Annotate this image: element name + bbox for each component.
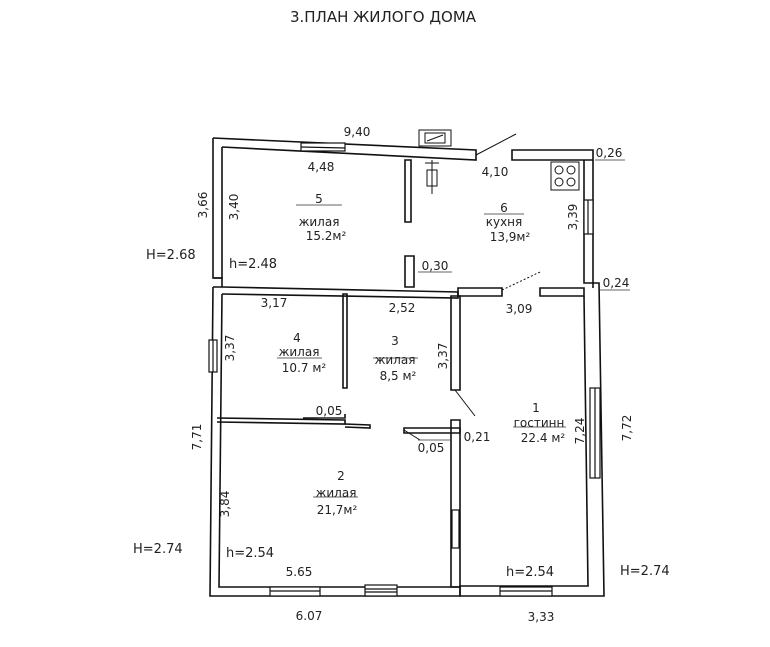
dim-room4-height: 3,37 xyxy=(223,335,237,362)
room3-number: 3 xyxy=(391,334,399,348)
room3-area: 8,5 м² xyxy=(380,369,417,383)
partition-3-2 xyxy=(344,423,371,429)
dim-room5-height-inner: 3,40 xyxy=(227,194,241,221)
dim-top-overall: 9,40 xyxy=(344,125,371,139)
partition-2-1 xyxy=(450,419,461,588)
dim-room5-top: 4,48 xyxy=(308,160,335,174)
dim-room5-height-outer: 3,66 xyxy=(196,192,210,219)
dim-room4-top: 3,17 xyxy=(261,296,288,310)
door-swing-6-1 xyxy=(501,271,541,291)
dim-room2-bottom: 5.65 xyxy=(286,565,313,579)
room-label-underlines xyxy=(277,159,630,498)
ceiling-heights: H=2.68 h=2.48 H=2.74 h=2.54 h=2.54 H=2.7… xyxy=(133,248,670,580)
dimensions-horizontal: 9,40 4,48 4,10 0,26 0,30 0,24 3,17 2,52 … xyxy=(261,125,630,624)
height-left-lower: H=2.74 xyxy=(133,542,183,557)
stove-icon xyxy=(550,161,580,191)
dim-room6-height: 3,39 xyxy=(566,204,580,231)
room5-ceiling-height: h=2.48 xyxy=(229,257,277,272)
mid-wall-left xyxy=(213,277,223,288)
door-swings xyxy=(403,133,541,441)
dim-right-overall: 7,72 xyxy=(620,415,634,442)
door-swing-3-1 xyxy=(454,389,476,417)
dim-bottom-left: 6.07 xyxy=(296,609,323,623)
room2-number: 2 xyxy=(337,469,345,483)
room2-ceiling-height: h=2.54 xyxy=(226,546,274,561)
outer-wall-top-right xyxy=(511,149,594,161)
dim-partition-56: 0,30 xyxy=(422,259,449,273)
dim-left-overall: 7,71 xyxy=(190,424,204,451)
dim-bottom-right: 3,33 xyxy=(528,610,555,624)
room1-number: 1 xyxy=(532,401,540,415)
room6-number: 6 xyxy=(500,201,508,215)
room-labels: 5 жилая 15.2м² 6 кухня 13,9м² 4 жилая 10… xyxy=(279,192,566,517)
dim-room1-height: 7,24 xyxy=(573,418,587,445)
partition-3-1 xyxy=(450,295,461,391)
windows xyxy=(208,142,601,597)
room6-name: кухня xyxy=(486,215,523,229)
height-right-lower: H=2.74 xyxy=(620,564,670,579)
fixtures xyxy=(418,129,580,194)
room2-name: жилая xyxy=(316,486,357,500)
dim-wall-thickness: 0,21 xyxy=(464,430,491,444)
plan-title: 3.ПЛАН ЖИЛОГО ДОМА xyxy=(290,8,477,26)
mid-wall-far-right xyxy=(539,287,585,297)
partition-5-6-lower xyxy=(404,255,415,288)
door-inner-2-1 xyxy=(451,509,460,549)
boiler-icon xyxy=(418,129,452,147)
dim-right-ext-mid: 0,24 xyxy=(603,276,630,290)
dim-room2-height: 3,84 xyxy=(218,491,232,518)
mid-wall-right xyxy=(457,287,503,297)
room5-name: жилая xyxy=(299,215,340,229)
door-swing-2-3 xyxy=(403,429,421,441)
outer-wall-left-upper xyxy=(212,138,223,279)
room1-area: 22.4 м² xyxy=(521,431,566,445)
dim-room6-right-ext: 0,26 xyxy=(596,146,623,160)
room2-area: 21,7м² xyxy=(317,503,358,517)
partition-5-6-upper xyxy=(404,159,412,223)
mid-wall-center xyxy=(221,286,459,299)
room5-number: 5 xyxy=(315,192,323,206)
dim-shelf-width: 0,05 xyxy=(316,404,343,418)
room1-name: гостинн xyxy=(514,416,565,430)
window-bottom-room2-right xyxy=(364,584,398,597)
room4-name: жилая xyxy=(279,345,320,359)
dim-room3-height: 3,37 xyxy=(436,343,450,370)
room4-number: 4 xyxy=(293,331,301,345)
height-left-upper: H=2.68 xyxy=(146,248,196,263)
room3-name: жилая xyxy=(375,353,416,367)
room6-area: 13,9м² xyxy=(490,230,531,244)
heater-icon xyxy=(426,169,438,187)
dim-door-gap: 0,05 xyxy=(418,441,445,455)
dim-room1-top: 3,09 xyxy=(506,302,533,316)
dimensions-vertical: 3,66 3,40 3,39 3,37 3,37 7,71 7,24 7,72 … xyxy=(190,192,634,518)
partition-4-3 xyxy=(342,293,348,389)
door-swing-entry xyxy=(475,133,517,156)
room1-ceiling-height: h=2.54 xyxy=(506,565,554,580)
dim-room3-top: 2,52 xyxy=(389,301,416,315)
room4-area: 10.7 м² xyxy=(282,361,327,375)
walls xyxy=(209,137,605,597)
room5-area: 15.2м² xyxy=(306,229,347,243)
partition-4-2 xyxy=(216,417,346,425)
dim-room6-top: 4,10 xyxy=(482,165,509,179)
